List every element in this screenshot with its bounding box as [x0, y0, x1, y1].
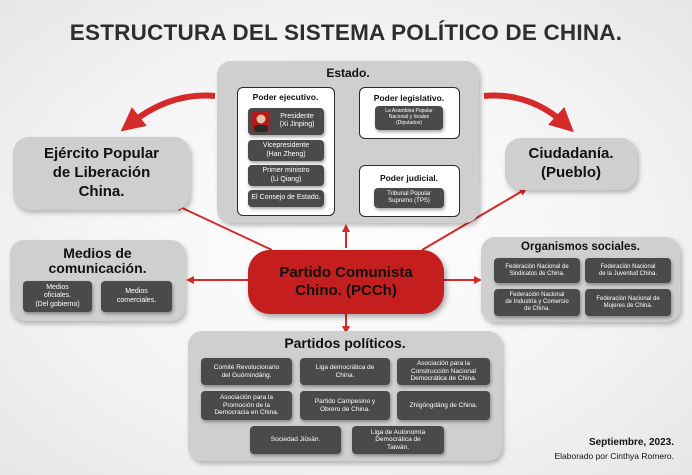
ciudadania-box: Ciudadanía. (Pueblo)	[505, 138, 637, 190]
tribunal-box: Tribunal Popular Supremo (TPS)	[374, 188, 444, 208]
partido-item: Asociación para la Promoción de la Democ…	[201, 391, 292, 420]
footer-date: Septiembre, 2023.	[588, 437, 674, 448]
organismo-item: Federación Nacional de la Juventud China…	[585, 258, 671, 283]
person-icon	[254, 114, 268, 132]
partido-item: Asociación para la Construcción Nacional…	[397, 358, 490, 385]
organismo-item: Federación Nacional de Sindicatos de Chi…	[494, 258, 580, 283]
ejecutivo-heading: Poder ejecutivo.	[252, 92, 319, 102]
primer-ministro-box: Primer ministro (Li Qiang)	[248, 165, 324, 186]
medios-heading: Medios de comunicación.	[48, 245, 147, 276]
arrow-estado-ciudadania	[483, 92, 574, 133]
legislativo-heading: Poder legislativo.	[373, 93, 445, 103]
organismos-heading: Organismos sociales.	[521, 241, 640, 253]
asamblea-box: La Asamblea Popular Nacional y locales (…	[375, 106, 443, 130]
partido-item: Zhìgōngdǎng de China.	[397, 391, 490, 420]
xi-jinping-avatar	[252, 111, 270, 132]
medios-oficiales-box: Medios oficiales. (Del gobierno)	[23, 281, 92, 312]
ejercito-box: Ejército Popular de Liberación China.	[13, 137, 190, 210]
consejo-estado-box: El Consejo de Estado.	[248, 190, 324, 207]
partido-item: Liga de Autonomía Democrática de Taiwán.	[352, 426, 444, 454]
vicepresidente-box: Vicepresidente (Han Zheng)	[248, 140, 324, 161]
partidos-heading: Partidos políticos.	[284, 335, 406, 351]
footer-author: Elaborado por Cinthya Romero.	[554, 451, 674, 461]
page-title: ESTRUCTURA DEL SISTEMA POLÍTICO DE CHINA…	[69, 20, 623, 45]
partido-item: Partido Campesino y Obrero de China.	[300, 391, 390, 420]
organismo-item: Federación Nacional de Mujeres de China.	[585, 289, 671, 316]
organismo-item: Federación Nacional de Industria y Comer…	[494, 289, 580, 316]
partido-item: Liga democrática de China.	[300, 358, 390, 385]
judicial-heading: Poder judicial.	[379, 173, 439, 183]
presidente-label: Presidente (Xi Jinping)	[279, 113, 315, 129]
estado-heading: Estado.	[326, 66, 370, 80]
partido-item: Sociedad Jiǔsān.	[250, 426, 341, 454]
arrow-estado-ejercito	[120, 92, 216, 132]
partido-item: Comité Revolucionario del Guómíndǎng.	[201, 358, 292, 385]
arrow-pcch-ejercito	[174, 204, 273, 251]
pcch-box: Partido Comunista Chino. (PCCh)	[248, 250, 444, 314]
medios-comerciales-box: Medios comerciales.	[101, 281, 172, 312]
